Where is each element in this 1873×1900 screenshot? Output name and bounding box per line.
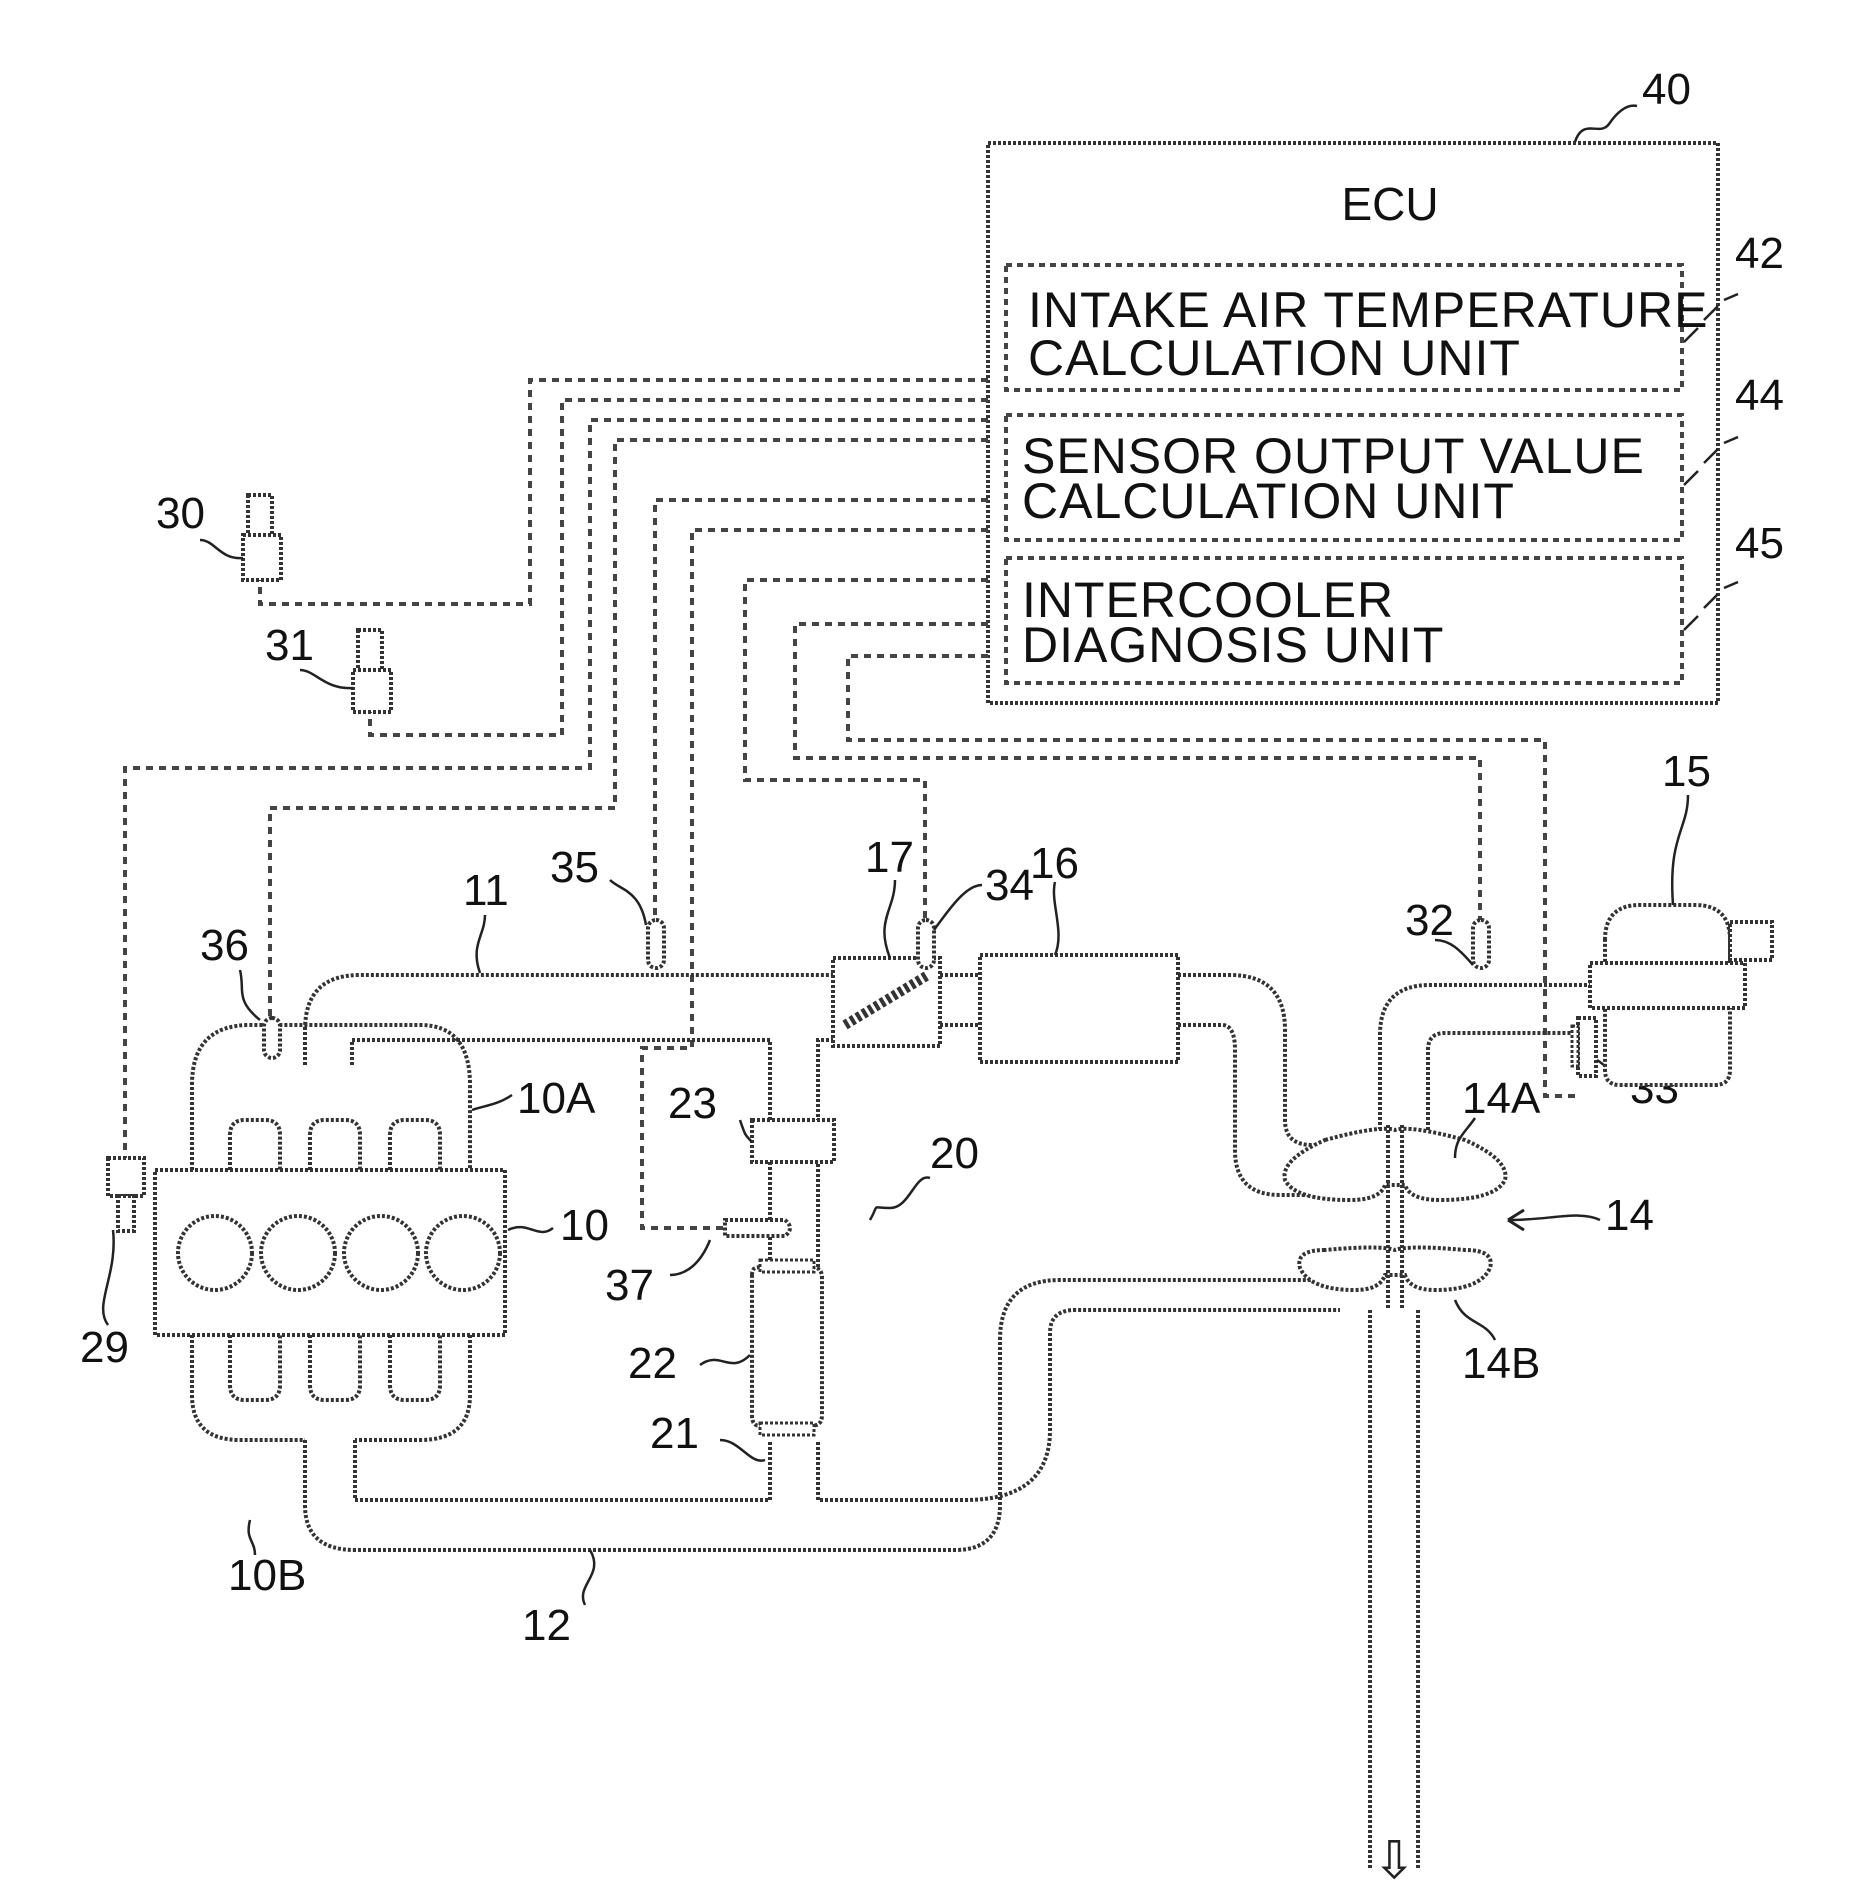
label-20: 20 <box>930 1129 979 1178</box>
unit-44-line2: CALCULATION UNIT <box>1022 473 1515 529</box>
label-23: 23 <box>668 1079 717 1128</box>
label-14a: 14A <box>1462 1074 1541 1123</box>
sensor-33 <box>1572 1018 1596 1076</box>
exhaust-passage <box>305 1280 1418 1870</box>
sensor-32 <box>1473 920 1489 968</box>
intercooler <box>980 955 1178 1062</box>
label-32: 32 <box>1405 896 1454 945</box>
sensor-30 <box>243 495 281 580</box>
label-15: 15 <box>1662 747 1711 796</box>
label-14: 14 <box>1605 1191 1654 1240</box>
label-30: 30 <box>156 489 205 538</box>
label-22: 22 <box>628 1339 677 1388</box>
egr-device <box>752 1120 834 1435</box>
label-42: 42 <box>1735 229 1784 278</box>
unit-42-line2: CALCULATION UNIT <box>1028 330 1521 386</box>
label-44: 44 <box>1735 371 1784 420</box>
sensor-37 <box>725 1220 790 1236</box>
turbocharger <box>1285 1125 1506 1310</box>
engine <box>155 1025 505 1440</box>
label-10a: 10A <box>517 1074 596 1123</box>
sensor-35 <box>648 920 664 968</box>
label-10b: 10B <box>228 1551 306 1600</box>
unit-45-line2: DIAGNOSIS UNIT <box>1022 617 1444 673</box>
label-16: 16 <box>1030 839 1079 888</box>
label-11: 11 <box>463 866 509 915</box>
egr-valve <box>752 1120 834 1162</box>
ecu-block: ECU INTAKE AIR TEMPERATURE CALCULATION U… <box>988 143 1718 703</box>
compressor <box>1285 1129 1506 1200</box>
label-12: 12 <box>522 1601 571 1650</box>
turbine <box>1299 1248 1490 1291</box>
label-10: 10 <box>560 1201 609 1250</box>
label-45: 45 <box>1735 519 1784 568</box>
label-40: 40 <box>1642 65 1691 114</box>
sensor-31 <box>353 630 391 712</box>
label-34: 34 <box>985 861 1034 910</box>
sensor-29 <box>108 1158 144 1231</box>
sensor-34 <box>918 920 934 968</box>
ecu-title: ECU <box>1341 178 1438 230</box>
label-37: 37 <box>605 1261 654 1310</box>
label-17: 17 <box>865 833 914 882</box>
label-31: 31 <box>265 621 314 670</box>
label-36: 36 <box>200 921 249 970</box>
label-35: 35 <box>550 843 599 892</box>
exhaust-outlet-arrow-icon: ⇩ <box>1372 1831 1416 1891</box>
label-14b: 14B <box>1462 1339 1540 1388</box>
air-cleaner <box>1590 905 1772 1085</box>
label-21: 21 <box>650 1409 699 1458</box>
egr-cooler <box>752 1267 822 1425</box>
label-29: 29 <box>80 1323 129 1372</box>
sensor-36 <box>264 1018 280 1058</box>
throttle-valve <box>833 958 940 1046</box>
